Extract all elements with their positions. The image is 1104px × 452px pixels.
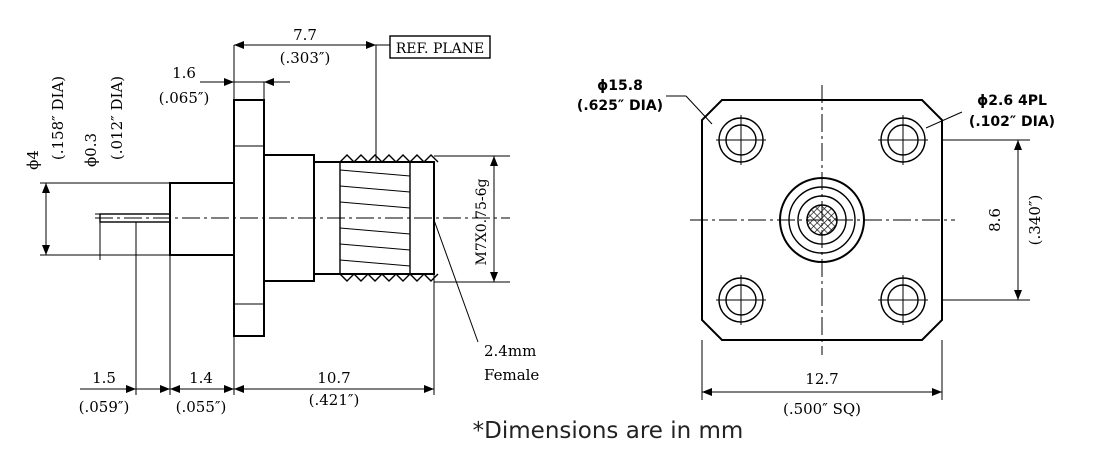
ref-plane-box (389, 35, 491, 59)
threaded-barrel (313, 161, 435, 275)
flange-dia-mm: ϕ15.8 (597, 78, 643, 94)
mounting-hole (716, 115, 766, 165)
dim-1-5-mm: 1.5 (92, 369, 116, 387)
dim-1-5-in: (.059″) (79, 398, 130, 416)
hole-spacing-in: (.340″) (1026, 195, 1044, 246)
dim-1-4-in: (.055″) (176, 398, 227, 416)
dim-7-7-mm: 7.7 (293, 26, 317, 44)
thread-teeth-top (339, 154, 439, 163)
thread-spec: M7X0.75-6g (474, 178, 490, 265)
dim-phi0-3-mm: ϕ0.3 (82, 133, 100, 167)
callout-type: Female (484, 366, 539, 384)
mounting-hole (878, 275, 928, 325)
flange-dia-in: (.625″ DIA) (577, 98, 663, 114)
dim-10-7-mm: 10.7 (317, 369, 350, 387)
mounting-hole (878, 115, 928, 165)
width-mm: 12.7 (805, 370, 838, 388)
flange-outline (701, 99, 943, 341)
connector-outer-ring (779, 177, 865, 263)
ref-plane-label: REF. PLANE (396, 41, 485, 57)
hole-dia-in: (.102″ DIA) (969, 114, 1055, 130)
hole-spacing-mm: 8.6 (986, 208, 1004, 232)
dim-phi0-3-in: (.012″ DIA) (108, 76, 126, 160)
dim-phi4-mm: ϕ4 (24, 150, 42, 170)
hole-dia-mm: ϕ2.6 4PL (977, 93, 1047, 109)
width-in: (.500″ SQ) (783, 400, 861, 418)
callout-size: 2.4mm (484, 342, 536, 360)
dim-7-7-in: (.303″) (280, 49, 331, 67)
front-view: ϕ15.8 (.625″ DIA) ϕ2.6 4PL (.102″ DIA) 8… (577, 78, 1055, 418)
rear-body (169, 182, 235, 256)
dim-1-6-mm: 1.6 (172, 64, 196, 82)
dim-1-4-mm: 1.4 (189, 369, 213, 387)
dim-phi4-in: (.158″ DIA) (49, 76, 67, 160)
thread-teeth-bottom (339, 273, 439, 282)
mounting-hole (716, 275, 766, 325)
dim-1-6-in: (.065″) (159, 89, 210, 107)
footnote: *Dimensions are in mm (473, 418, 744, 444)
side-view: 7.7 (.303″) REF. PLANE 1.6 (.065″) ϕ4 (.… (24, 26, 539, 416)
dim-10-7-in: (.421″) (309, 391, 360, 409)
